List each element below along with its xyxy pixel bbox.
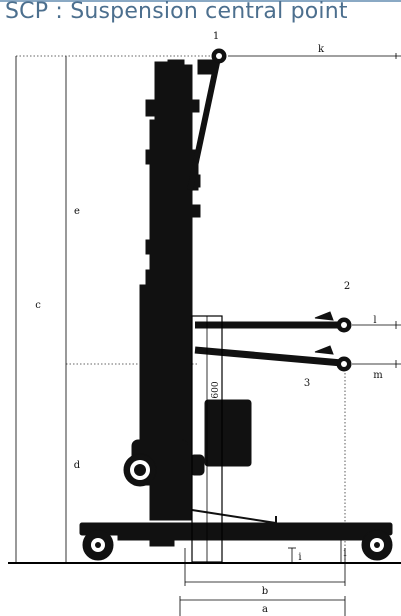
lift-machine — [79, 48, 393, 561]
dimension-i-label-2: i — [343, 548, 346, 559]
cylinder-housing — [139, 284, 171, 461]
dimension-a-label: a — [262, 604, 268, 615]
title-bar: SCP : Suspension central point — [0, 0, 401, 26]
dimension-k-label: k — [318, 44, 325, 55]
dimension-e-label: e — [74, 206, 80, 217]
chassis-base — [79, 522, 393, 536]
dimension-m-label: m — [373, 370, 383, 381]
point-2-label: 2 — [344, 281, 350, 292]
dimension-lines — [15, 53, 401, 616]
point-1-label: 1 — [213, 31, 219, 42]
dimension-b-label: b — [262, 586, 268, 597]
dimension-600-label: 600 — [211, 381, 221, 398]
page-title: SCP : Suspension central point — [5, 0, 348, 24]
dimension-l-label: l — [373, 315, 376, 326]
point-3-label: 3 — [304, 378, 310, 389]
dimension-c-label: c — [35, 300, 41, 311]
dimension-i-label-1: i — [298, 552, 301, 563]
dimension-d-label: d — [74, 460, 81, 471]
control-box — [204, 399, 252, 467]
top-arm — [187, 57, 221, 191]
carriage-frame-600 — [191, 315, 223, 563]
lower-fork-arm — [194, 346, 343, 367]
